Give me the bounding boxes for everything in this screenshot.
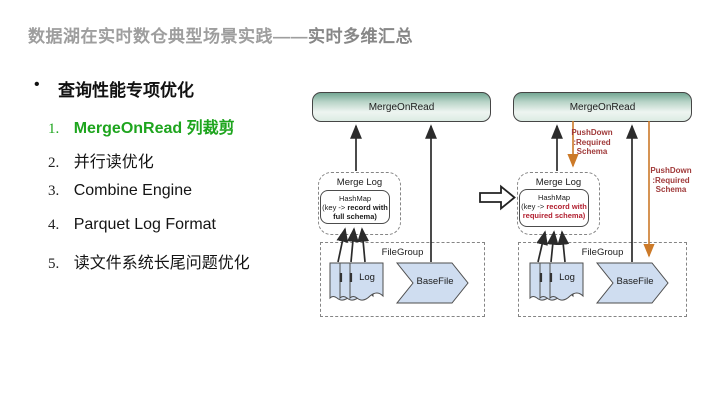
hashmap-schema-line: required schema) xyxy=(522,211,586,220)
hashmap-box-right: HashMap (key -> record with required sch… xyxy=(519,189,589,227)
outline-item-label: Parquet Log Format xyxy=(73,216,216,233)
outline-item-number: 4. xyxy=(48,217,60,233)
outline-item-label: 读文件系统长尾问题优化 xyxy=(73,255,250,272)
basefile-label-right: BaseFile xyxy=(616,276,654,287)
outline-item-label: Combine Engine xyxy=(73,182,192,199)
pushdown-annotation-right: PushDown :Required Schema xyxy=(650,166,692,194)
merge-log-label: Merge Log xyxy=(336,177,383,188)
hashmap-title: HashMap xyxy=(338,194,372,203)
outline-item-number: 5. xyxy=(48,256,60,272)
filegroup-label: FileGroup xyxy=(581,247,624,258)
slide-title-emphasis: 实时多维汇总 xyxy=(308,27,413,46)
pushdown-annotation-top: PushDown :Required Schema xyxy=(571,128,613,156)
outline-item-4: 4. Parquet Log Format xyxy=(48,216,216,234)
outline-item-2: 2. 并行读优化 xyxy=(48,148,154,172)
slide-title: 数据湖在实时数仓典型场景实践——实时多维汇总 xyxy=(28,22,413,47)
hashmap-schema-line: full schema) xyxy=(333,212,377,221)
log-label-left: Log xyxy=(359,272,375,283)
merge-log-label: Merge Log xyxy=(535,177,582,188)
outline-item-number: 3. xyxy=(48,183,60,199)
outline-item-label: 并行读优化 xyxy=(73,154,154,171)
log-label-right: Log xyxy=(559,272,575,283)
mergeonread-box-left: MergeOnRead xyxy=(312,92,491,122)
mergeonread-box-right: MergeOnRead xyxy=(513,92,692,122)
outline-item-3: 3. Combine Engine xyxy=(48,182,192,200)
outline-item-number: 2. xyxy=(48,155,60,171)
hashmap-key-line: (key -> record with xyxy=(322,203,388,212)
bullet-icon: • xyxy=(34,76,40,93)
transform-arrow-icon xyxy=(479,184,516,211)
basefile-label-left: BaseFile xyxy=(416,276,454,287)
slide-title-prefix: 数据湖在实时数仓典型场景实践—— xyxy=(28,27,308,46)
outline-item-number: 1. xyxy=(48,121,60,137)
outline-item-label: MergeOnRead 列裁剪 xyxy=(73,120,235,137)
outline-heading: 查询性能专项优化 xyxy=(58,81,194,100)
outline-item-1: 1. MergeOnRead 列裁剪 xyxy=(48,114,235,138)
hashmap-box-left: HashMap (key -> record with full schema) xyxy=(320,190,390,224)
filegroup-label: FileGroup xyxy=(381,247,424,258)
hashmap-title: HashMap xyxy=(537,193,571,202)
outline-item-5: 5. 读文件系统长尾问题优化 xyxy=(48,249,250,273)
hashmap-key-line: (key -> record with xyxy=(521,202,587,211)
